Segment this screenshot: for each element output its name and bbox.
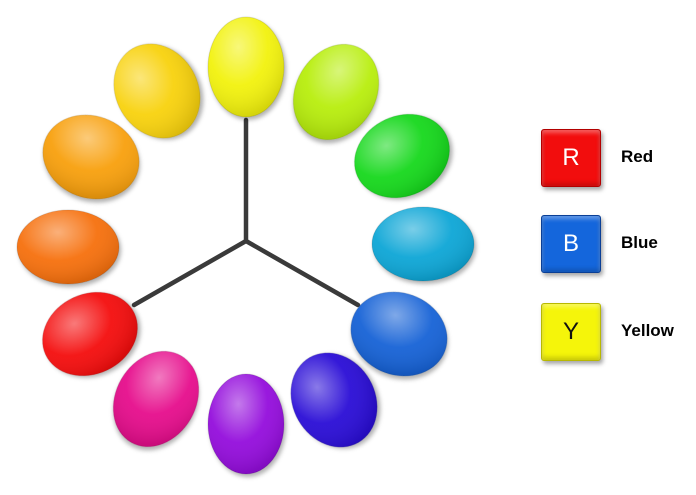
yellow-swatch: Y: [541, 303, 601, 361]
segment-blue-green: [371, 206, 475, 282]
color-wheel: [16, 16, 475, 475]
segment-red-orange: [16, 209, 120, 285]
segment-yellow-orange: [113, 43, 201, 139]
segment-orange: [42, 114, 140, 200]
segment-green: [353, 113, 451, 199]
legend-label-yellow: Yellow: [621, 321, 674, 340]
segment-blue: [350, 291, 448, 377]
blue-swatch-letter: B: [562, 230, 579, 257]
legend-item-blue: B Blue: [541, 215, 691, 273]
legend-label-red: Red: [621, 147, 654, 166]
legend-label-blue: Blue: [621, 233, 658, 252]
red-swatch: R: [541, 129, 601, 187]
segment-yellow: [207, 16, 285, 118]
yellow-swatch-letter: Y: [562, 318, 579, 345]
red-swatch-letter: R: [562, 144, 580, 171]
spoke-to-red: [131, 238, 249, 308]
segment-red-violet: [112, 350, 200, 448]
legend-item-yellow: Y Yellow: [541, 303, 691, 361]
segment-blue-violet: [290, 352, 378, 448]
segment-yellow-green: [292, 43, 380, 141]
segment-red: [41, 291, 139, 377]
legend-item-red: R Red: [541, 129, 691, 187]
blue-swatch: B: [541, 215, 601, 273]
wheel-segments: [16, 16, 475, 475]
spoke-to-blue: [243, 238, 361, 308]
segment-violet: [207, 373, 285, 475]
